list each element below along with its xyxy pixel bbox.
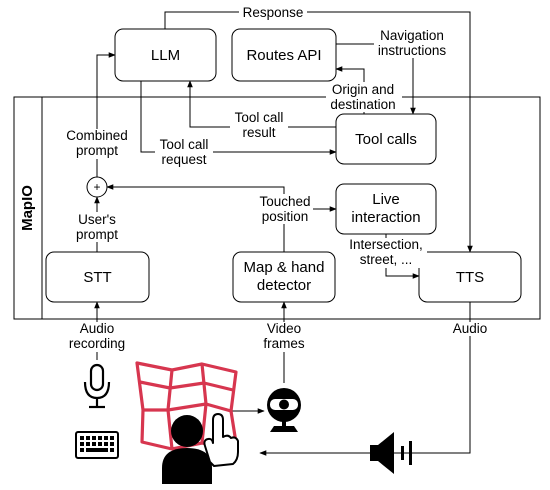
tool-result-label-line1: Tool call [235,110,284,125]
microphone-icon [83,363,111,409]
tool-result-label-line2: result [242,125,275,140]
svg-text:Routes API: Routes API [246,47,321,64]
svg-text:interaction: interaction [351,209,420,226]
audio-recording-label-line2: recording [69,336,125,351]
touched-position-edge [106,184,285,252]
tts-node[interactable]: TTS [418,251,522,303]
sum-node: + [86,176,108,198]
svg-text:TTS: TTS [456,269,484,286]
navigation-label-line1: Navigation [380,28,444,43]
audio-output-label: Audio [453,321,488,336]
origin-label-line1: Origin and [332,82,394,97]
mapio-title: MapIO [19,185,36,231]
svg-text:detector: detector [257,277,311,294]
navigation-label-line2: instructions [378,43,447,58]
video-frames-label-line2: frames [263,336,305,351]
tool-request-label-line1: Tool call [160,137,209,152]
stt-node[interactable]: STT [45,251,150,303]
mapio-container [13,96,541,320]
svg-text:+: + [93,180,100,194]
svg-text:STT: STT [83,269,111,286]
routes-api-node[interactable]: Routes API [231,28,337,82]
svg-text:Map & hand: Map & hand [244,259,325,276]
speaker-icon [370,432,412,474]
response-label: Response [243,5,304,20]
users-prompt-label-line1: User's [78,212,116,227]
svg-text:Live: Live [372,191,400,208]
combined-label-line2: prompt [76,143,118,158]
tool-calls-node[interactable]: Tool calls [335,113,437,165]
video-frames-label-line1: Video [267,321,301,336]
tool-request-edge [140,81,337,155]
svg-text:LLM: LLM [151,47,180,64]
intersection-label-line2: street, ... [360,252,413,267]
keyboard-icon [75,431,119,459]
audio-recording-label-line1: Audio [80,321,115,336]
combined-label-line1: Combined [66,128,128,143]
touched-label-line1: Touched [259,194,310,209]
llm-node[interactable]: LLM [114,28,217,82]
audio-output-edge [259,302,471,456]
origin-label-line2: destination [330,97,395,112]
response-edge [164,11,473,253]
pointing-hand-icon [203,413,239,467]
touched-label-line2: position [262,209,309,224]
webcam-icon [267,388,301,432]
user-icon [162,415,212,484]
intersection-label-line1: Intersection, [349,237,423,252]
tool-request-label-line2: request [161,152,206,167]
detector-node[interactable]: Map & hand detector [232,251,336,303]
svg-text:Tool calls: Tool calls [355,131,417,148]
live-interaction-node[interactable]: Live interaction [335,183,437,235]
users-prompt-label-line2: prompt [76,227,118,242]
